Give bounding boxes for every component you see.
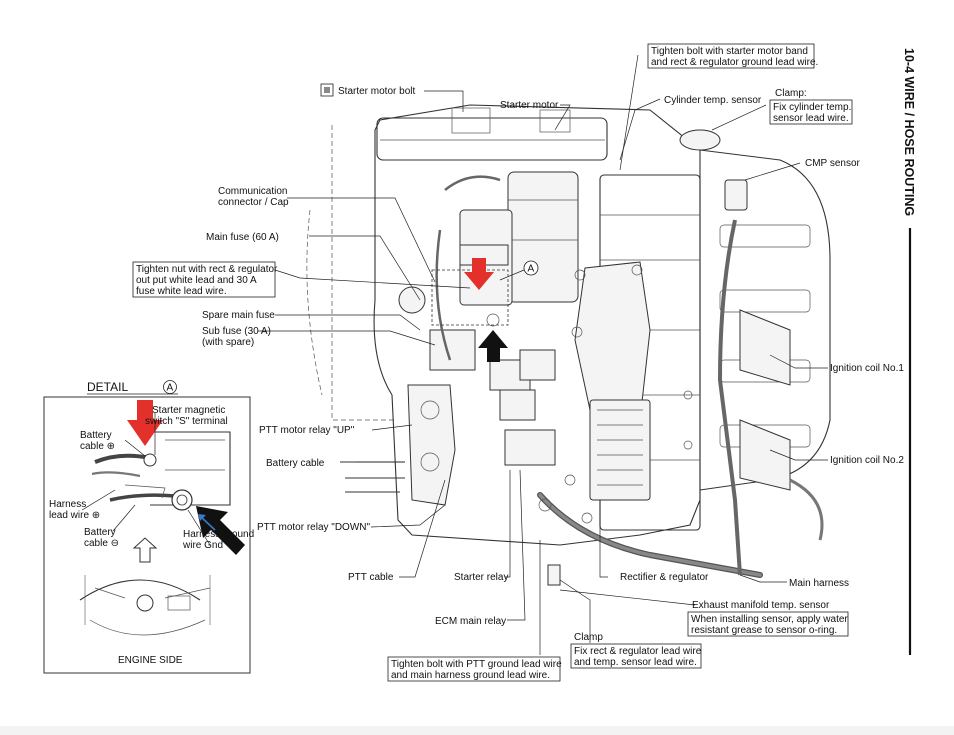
detail-label-harness-ground-2: wire Gnd <box>182 540 223 551</box>
label-sub-fuse-2: (with spare) <box>202 337 254 348</box>
label-battery-cable: Battery cable <box>266 458 325 469</box>
label-tighten-nut-3: fuse white lead wire. <box>136 286 227 297</box>
label-communication-1: Communication <box>218 186 287 197</box>
label-starter-motor: Starter motor <box>500 100 559 111</box>
label-tighten-bolt-band-1: Tighten bolt with starter motor band <box>651 46 808 57</box>
label-exhaust-sensor: Exhaust manifold temp. sensor <box>692 600 830 611</box>
label-sub-fuse-1: Sub fuse (30 A) <box>202 326 271 337</box>
label-fix-cyl-2: sensor lead wire. <box>773 113 849 124</box>
label-cmp-sensor: CMP sensor <box>805 158 861 169</box>
label-tighten-bolt-band-2: and rect & regulator ground lead wire. <box>651 57 818 68</box>
label-ignition-coil-2: Ignition coil No.2 <box>830 455 904 466</box>
label-ignition-coil-1: Ignition coil No.1 <box>830 363 904 374</box>
detail-label-battery-plus-1: Battery <box>80 430 112 441</box>
label-starter-relay: Starter relay <box>454 572 508 583</box>
label-exhaust-note-1: When installing sensor, apply water <box>691 614 848 625</box>
tighten-nut-box <box>132 261 276 298</box>
page-bottom-strip <box>0 726 954 735</box>
detail-label-battery-minus-2: cable ⊖ <box>84 538 119 549</box>
black-arrow-main <box>478 330 508 362</box>
label-tighten-nut-1: Tighten nut with rect & regulator <box>136 264 278 275</box>
label-ecm-main-relay: ECM main relay <box>435 616 506 627</box>
detail-a-panel: DETAIL A <box>43 380 254 674</box>
detail-label-battery-plus-2: cable ⊕ <box>80 441 115 452</box>
label-clamp-bottom: Clamp <box>574 632 603 643</box>
detail-label-starter-switch-2: switch "S" terminal <box>145 416 228 427</box>
marker-a-engine: A <box>499 260 539 281</box>
label-ptt-relay-down: PTT motor relay "DOWN" <box>257 522 370 533</box>
label-spare-main-fuse: Spare main fuse <box>202 310 275 321</box>
detail-label-harness-plus-1: Harness <box>49 499 86 510</box>
engine-drawing <box>306 104 831 586</box>
svg-text:A: A <box>528 264 535 275</box>
label-ptt-relay-up: PTT motor relay "UP" <box>259 425 355 436</box>
starter-motor-bolt-callout: Starter motor bolt <box>320 83 415 97</box>
label-cylinder-temp-sensor: Cylinder temp. sensor <box>664 95 762 106</box>
leader-lines <box>258 54 828 655</box>
label-clamp-top: Clamp: <box>775 88 807 99</box>
label-communication-2: connector / Cap <box>218 197 289 208</box>
detail-label-harness-plus-2: lead wire ⊕ <box>49 510 100 521</box>
label-main-harness: Main harness <box>789 578 849 589</box>
label-tighten-ptt-2: and main harness ground lead wire. <box>391 670 550 681</box>
detail-label-starter-switch-1: Starter magnetic <box>152 405 225 416</box>
section-header: 10-4 WIRE / HOSE ROUTING <box>902 48 916 216</box>
fix-rect-box <box>570 643 702 669</box>
label-starter-motor-bolt: Starter motor bolt <box>338 86 415 97</box>
label-fix-rect-1: Fix rect & regulator lead wire <box>574 646 702 657</box>
detail-label-harness-ground-1: Harness ground <box>183 529 254 540</box>
tighten-bolt-band-box <box>647 43 815 69</box>
detail-title: DETAIL <box>87 380 128 394</box>
label-fix-rect-2: and temp. sensor lead wire. <box>574 657 697 668</box>
label-main-fuse: Main fuse (60 A) <box>206 232 279 243</box>
label-fix-cyl-1: Fix cylinder temp. <box>773 102 851 113</box>
red-arrow-main <box>464 258 494 290</box>
detail-label-engine-side: ENGINE SIDE <box>118 655 183 666</box>
exhaust-note-box <box>687 611 849 637</box>
label-tighten-nut-2: out put white lead and 30 A <box>136 275 257 286</box>
label-exhaust-note-2: resistant grease to sensor o-ring. <box>691 625 837 636</box>
tighten-ptt-box <box>387 656 561 682</box>
detail-label-battery-minus-1: Battery <box>84 527 116 538</box>
label-ptt-cable: PTT cable <box>348 572 394 583</box>
label-tighten-ptt-1: Tighten bolt with PTT ground lead wire <box>391 659 562 670</box>
fix-cylinder-box <box>769 99 853 125</box>
detail-marker: A <box>167 383 174 394</box>
label-rectifier: Rectifier & regulator <box>620 572 709 583</box>
